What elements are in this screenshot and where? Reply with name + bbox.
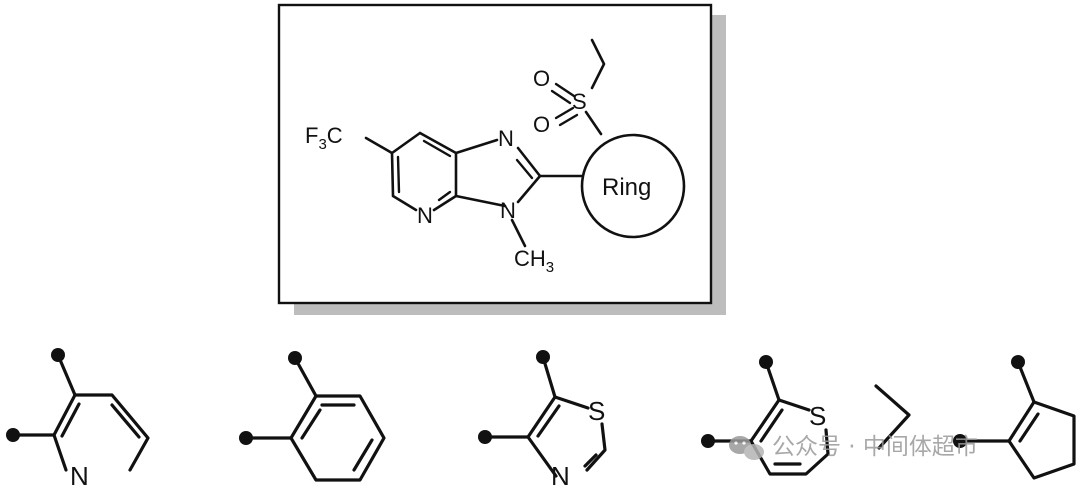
cyclopentene-ring [1007,400,1076,480]
imidazole-n-top-label: N [498,126,514,151]
pyridine-ring-bonds [52,393,150,472]
benzene-ring [289,394,386,482]
cyclopentene-double-bond [1018,412,1040,443]
attachment-bonds [483,355,557,439]
attachment-bonds [958,360,1036,443]
cf3-c: C [327,123,343,148]
imidazole-bonds [454,138,542,208]
thiophene-s-label: S [809,401,826,431]
oxygen-lower-label: O [533,112,550,137]
ch3-subscript: 3 [546,259,554,276]
fragment-thiazole: S N [478,350,607,489]
pyridine-inner-bonds [396,139,452,202]
watermark-text: 公众号 · 中间体超市 [772,434,978,460]
oxygen-upper-label: O [533,66,550,91]
pyridine-n-label: N [70,461,89,489]
so-upper-bond [550,82,576,105]
thiazole-n-label: N [551,461,570,489]
thiophene-ring-bonds [749,398,830,476]
ring-label: Ring [602,174,651,201]
thiazole-s-label: S [588,396,605,426]
attachment-bonds [11,353,77,437]
svg-text:F3C: F3C [305,123,343,153]
sulfur-label: S [572,89,587,114]
imidazole-n-bottom-label: N [500,198,516,223]
ch3-ch: CH [514,246,546,271]
ethyl-chain [590,38,606,90]
fragment-thiophene: S [701,355,830,476]
scaffold-structure [364,38,686,248]
thiophene-double-bonds [759,408,802,466]
cf3-bond [364,136,394,155]
watermark: 公众号 · 中间体超市 [729,434,978,460]
fragment-cyclopentene [953,355,1076,480]
cf3-f: F [305,123,318,148]
n-methyl-bond [510,218,527,248]
attachment-bonds [244,356,318,440]
pyridine-double-bonds [60,402,141,439]
pyridine-n-label: N [417,203,433,228]
ring-circle [580,133,686,239]
thiazole-double-bonds [536,404,598,468]
fragment-benzene [239,351,386,482]
ring-s-bond [584,110,603,136]
ethyl-bonds [874,384,911,450]
svg-text:CH3: CH3 [514,246,554,276]
imidazole-double-bond [515,158,534,180]
wechat-icon [729,436,764,460]
fragment-ethyl [874,384,911,450]
scaffold-labels: F3C N N N CH3 S O O Ring [305,66,651,276]
thiazole-ring-bonds [526,395,607,478]
so-lower-bond [554,106,579,127]
fragment-pyridine: N [6,348,150,489]
benzene-double-bonds [300,403,374,472]
pyridine-ring-bonds [390,131,458,212]
cf3-subscript: 3 [318,136,326,153]
